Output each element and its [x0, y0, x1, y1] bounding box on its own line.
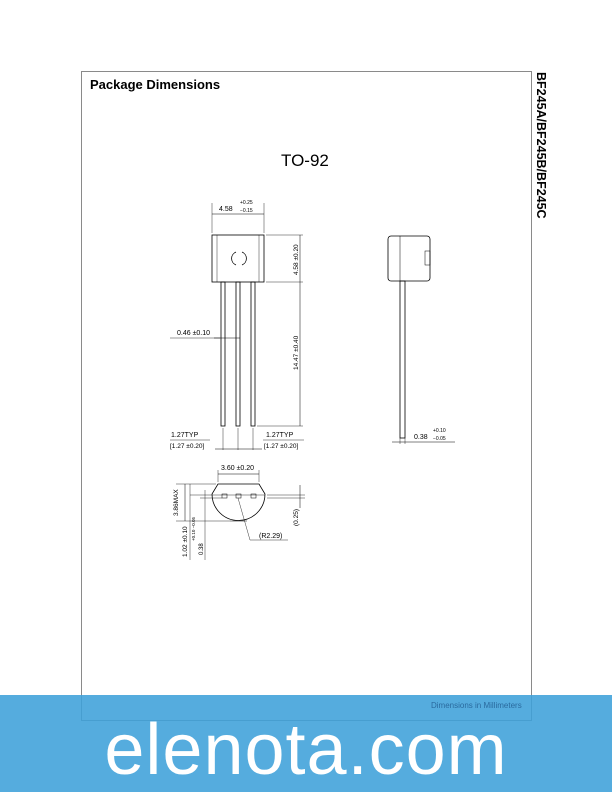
- bottom-view: 3.60 ±0.20 3.86MAX 1.02 ±0.10 0.38 +0.10…: [173, 465, 305, 560]
- dim-lead-thk-bottom: 0.38: [199, 543, 205, 555]
- dim-tol: +0.10 −0.05: [191, 516, 196, 541]
- part-number-side-title: BF245A/BF245B/BF245C: [534, 72, 548, 219]
- dim-edge: (0.25): [293, 509, 300, 526]
- lead-2: [235, 281, 241, 427]
- dim-pitch-left: 1.27TYP: [171, 432, 199, 439]
- section-title: Package Dimensions: [90, 77, 221, 92]
- units-note: Dimensions in Millimeters: [431, 701, 522, 710]
- dim-lead-length: 14.47 ±0.40: [293, 335, 300, 370]
- dim-lead-width: 0.46 ±0.10: [177, 330, 210, 337]
- dim-pitch-right: 1.27TYP: [266, 432, 294, 439]
- dim-radius: (R2.29): [259, 533, 282, 540]
- dim-depth-max: 3.86MAX: [173, 489, 180, 516]
- watermark-text: elenota.com: [104, 710, 508, 790]
- dim-tol: −0.15: [240, 208, 253, 214]
- dim-body-width: 4.58: [219, 206, 233, 213]
- front-view: 4.58 +0.25 −0.15 4.58 ±0.20 14.47 ±0.40 …: [170, 200, 304, 450]
- dim-tol: −0.05: [433, 436, 446, 442]
- orientation-mark-icon: [231, 251, 247, 266]
- dim-tol: +0.25: [240, 200, 253, 206]
- dim-flat-width: 3.60 ±0.20: [221, 465, 254, 472]
- package-name: TO-92: [281, 151, 329, 170]
- side-view: 0.38 +0.10 −0.05: [387, 235, 455, 444]
- dim-pitch-right-tol: [1.27 ±0.20]: [264, 443, 298, 450]
- dim-body-height: 4.58 ±0.20: [293, 244, 300, 275]
- dim-tol: +0.10: [433, 428, 446, 434]
- dim-lead-thickness: 0.38: [414, 434, 428, 441]
- lead-1: [220, 281, 226, 427]
- dim-offset: 1.02 ±0.10: [182, 526, 189, 557]
- lead-3: [250, 281, 256, 427]
- watermark-banner: [0, 695, 612, 792]
- dim-pitch-left-tol: [1.27 ±0.20]: [170, 443, 204, 450]
